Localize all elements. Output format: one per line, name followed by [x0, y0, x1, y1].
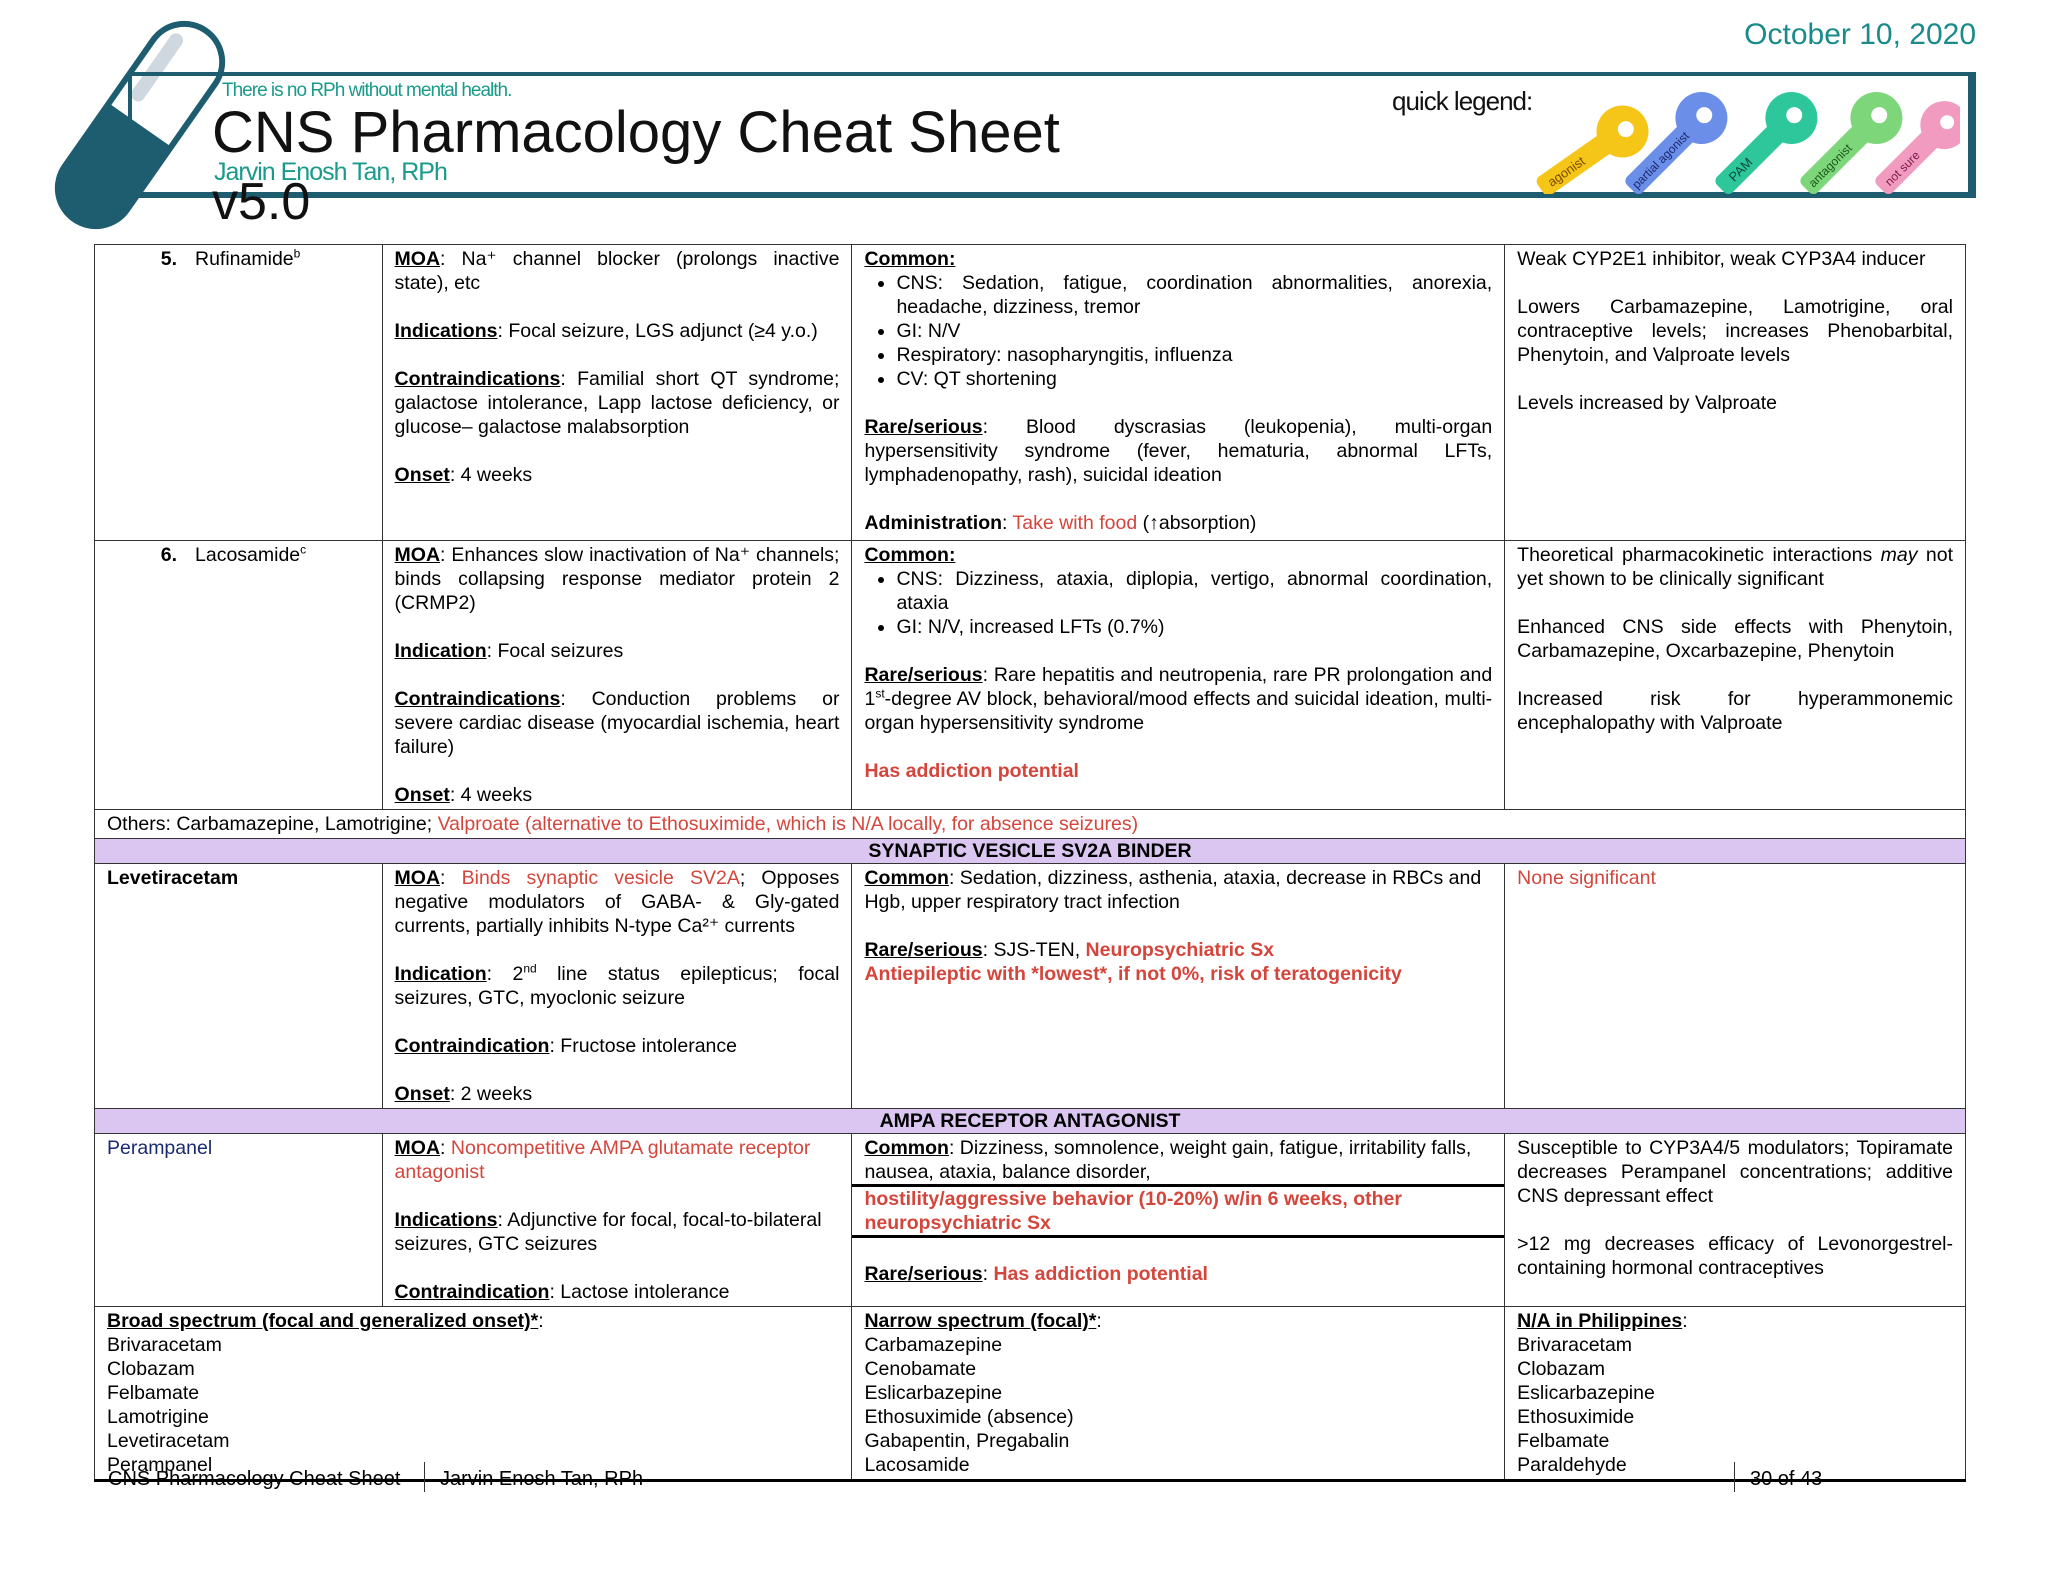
- tagline: There is no RPh without mental health.: [222, 80, 512, 101]
- interactions-cell: None significant: [1504, 863, 1966, 1109]
- drug-name-cell: Perampanel: [94, 1133, 383, 1307]
- author: Jarvin Enosh Tan, RPh: [214, 158, 448, 186]
- na-philippines-list: N/A in Philippines: Brivaracetam Clobaza…: [1504, 1306, 1966, 1481]
- interactions-cell: Weak CYP2E1 inhibitor, weak CYP3A4 induc…: [1504, 244, 1966, 541]
- drug-name-cell: 5.Rufinamideb: [94, 244, 383, 541]
- list-item: Brivaracetam: [107, 1334, 222, 1356]
- section-header-sv2a: SYNAPTIC VESICLE SV2A BINDER: [94, 838, 1966, 864]
- narrow-spectrum-list: Narrow spectrum (focal)*: Carbamazepine …: [851, 1306, 1506, 1481]
- others-note: Others: Carbamazepine, Lamotrigine; Valp…: [94, 809, 1966, 839]
- drug-table: 5.Rufinamideb MOA: Na⁺ channel blocker (…: [93, 244, 1966, 1482]
- list-item: Felbamate: [107, 1382, 200, 1404]
- table-row: Others: Carbamazepine, Lamotrigine; Valp…: [94, 809, 1966, 839]
- drug-name: Levetiracetam: [107, 867, 239, 889]
- list-item: Clobazam: [1517, 1358, 1605, 1380]
- moa-cell: MOA: Noncompetitive AMPA glutamate recep…: [381, 1133, 853, 1307]
- list-item: Cenobamate: [864, 1358, 977, 1380]
- drug-name: Perampanel: [107, 1137, 213, 1159]
- page-number: 30 of 43: [1750, 1468, 1823, 1490]
- drug-name: Rufinamide: [195, 248, 294, 270]
- legend-label: quick legend:: [1392, 86, 1533, 116]
- broad-spectrum-list: Broad spectrum (focal and generalized on…: [93, 1306, 853, 1481]
- list-item: Lamotrigine: [107, 1406, 209, 1428]
- table-row: Perampanel MOA: Noncompetitive AMPA glut…: [94, 1133, 1966, 1307]
- list-item: Eslicarbazepine: [1517, 1382, 1655, 1404]
- drug-name-cell: Levetiracetam: [94, 863, 383, 1109]
- table-row: 6.Lacosamidec MOA: Enhances slow inactiv…: [94, 540, 1966, 810]
- list-item: Felbamate: [1517, 1430, 1610, 1452]
- drug-name: Lacosamide: [195, 544, 301, 566]
- page-title: CNS Pharmacology Cheat Sheet: [212, 100, 1060, 165]
- list-item: Eslicarbazepine: [864, 1382, 1003, 1404]
- list-item: Ethosuximide: [1517, 1406, 1635, 1428]
- section-header-ampa: AMPA RECEPTOR ANTAGONIST: [94, 1108, 1966, 1134]
- list-item: Respiratory: nasopharyngitis, influenza: [896, 343, 1492, 367]
- list-item: Carbamazepine: [864, 1334, 1003, 1356]
- list-item: GI: N/V: [896, 319, 1492, 343]
- section-header: AMPA RECEPTOR ANTAGONIST: [94, 1108, 1966, 1134]
- moa-cell: MOA: Binds synaptic vesicle SV2A; Oppose…: [381, 863, 853, 1109]
- common-effects-list: CNS: Sedation, fatigue, coordination abn…: [864, 271, 1492, 391]
- moa-cell: MOA: Na⁺ channel blocker (prolongs inact…: [381, 244, 853, 541]
- list-item: CNS: Sedation, fatigue, coordination abn…: [896, 271, 1492, 319]
- list-item: CNS: Dizziness, ataxia, diplopia, vertig…: [896, 567, 1492, 615]
- moa-cell: MOA: Enhances slow inactivation of Na⁺ c…: [381, 540, 853, 810]
- drug-name-cell: 6.Lacosamidec: [94, 540, 383, 810]
- legend-keys: agonist partial agonist PAM antagonist n…: [1536, 91, 1960, 194]
- hostility-warning: hostility/aggressive behavior (10-20%) w…: [852, 1184, 1505, 1238]
- adverse-effects-cell: Common: Sedation, dizziness, asthenia, a…: [851, 863, 1506, 1109]
- list-item: Gabapentin, Pregabalin: [864, 1430, 1070, 1452]
- header-band: [128, 72, 1976, 198]
- common-effects-list: CNS: Dizziness, ataxia, diplopia, vertig…: [864, 567, 1492, 639]
- table-row: 5.Rufinamideb MOA: Na⁺ channel blocker (…: [94, 244, 1966, 541]
- document-date: October 10, 2020: [1744, 18, 1976, 51]
- table-row: Levetiracetam MOA: Binds synaptic vesicl…: [94, 863, 1966, 1109]
- list-item: CV: QT shortening: [896, 367, 1492, 391]
- interactions-cell: Susceptible to CYP3A4/5 modulators; Topi…: [1504, 1133, 1966, 1307]
- list-item: Levetiracetam: [107, 1430, 230, 1452]
- section-header: SYNAPTIC VESICLE SV2A BINDER: [94, 838, 1966, 864]
- list-item: Perampanel: [107, 1454, 213, 1476]
- list-item: Paraldehyde: [1517, 1454, 1627, 1476]
- table-row: Broad spectrum (focal and generalized on…: [93, 1306, 1966, 1481]
- footer-title: CNS Pharmacology Cheat Sheet: [108, 1468, 401, 1490]
- adverse-effects-cell: Common: Dizziness, somnolence, weight ga…: [851, 1133, 1506, 1307]
- adverse-effects-cell: Common: CNS: Sedation, fatigue, coordina…: [851, 244, 1506, 541]
- list-item: Clobazam: [107, 1358, 195, 1380]
- list-item: GI: N/V, increased LFTs (0.7%): [896, 615, 1492, 639]
- teratogenicity-note: Antiepileptic with *lowest*, if not 0%, …: [864, 963, 1402, 985]
- list-item: Brivaracetam: [1517, 1334, 1633, 1356]
- addiction-warning: Has addiction potential: [864, 760, 1079, 782]
- version: v5.0: [212, 173, 311, 231]
- interactions-cell: Theoretical pharmacokinetic interactions…: [1504, 540, 1966, 810]
- list-item: Ethosuximide (absence): [864, 1406, 1074, 1428]
- footer-author: Jarvin Enosh Tan, RPh: [440, 1468, 644, 1490]
- list-item: Lacosamide: [864, 1454, 970, 1476]
- svg-text:antagonist: antagonist: [1806, 141, 1856, 191]
- adverse-effects-cell: Common: CNS: Dizziness, ataxia, diplopia…: [851, 540, 1506, 810]
